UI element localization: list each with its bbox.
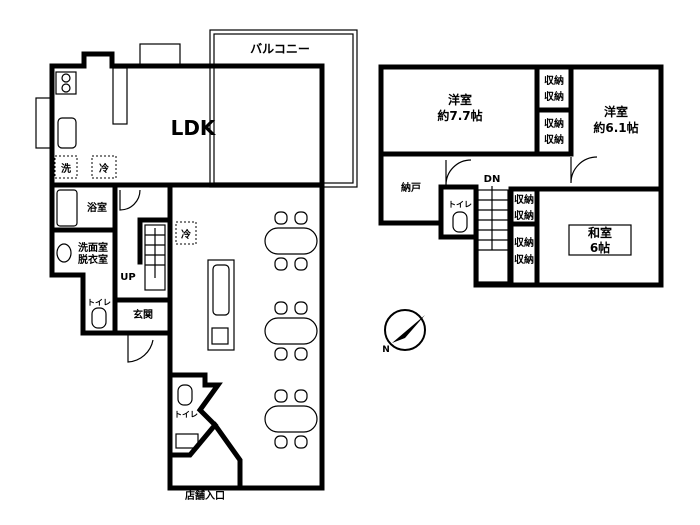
- washroom-label-2: 脱衣室: [78, 253, 108, 266]
- western-room-2-label: 洋室: [604, 104, 628, 119]
- closet-label: 収納: [514, 236, 534, 249]
- floor2-rooms: 洋室 約7.7帖 洋室 約6.1帖 収納 収納 収納 収納 収納 収納 収納 収…: [401, 74, 639, 283]
- fixtures: 洗 冷 浴室 洗面室 脱衣室 トイレ UP 玄関 冷 トイレ 店舗入口 LDK: [35, 43, 235, 502]
- bathtub-icon: [56, 189, 78, 227]
- compass-icon: N: [382, 309, 426, 355]
- entrance-door: [127, 335, 154, 363]
- floor1-walls: [49, 51, 325, 491]
- ldk-label: LDK: [171, 116, 217, 140]
- dn-label: DN: [484, 174, 501, 185]
- balcony-label: バルコニー: [250, 42, 310, 56]
- bath-label: 浴室: [87, 201, 107, 214]
- closet-label: 収納: [514, 253, 534, 266]
- toilet-label: トイレ: [87, 298, 111, 307]
- closet-label: 収納: [544, 74, 564, 87]
- washer-label: 洗: [61, 162, 71, 175]
- entrance-label: 玄関: [133, 308, 153, 321]
- north-label: N: [382, 345, 390, 355]
- stairs-2: [477, 186, 509, 283]
- toilet-icon: [91, 307, 107, 329]
- sink-icon: [57, 117, 77, 149]
- washroom-label: 洗面室: [78, 241, 108, 254]
- shop-entrance-label: 店舗入口: [185, 489, 225, 502]
- storage-room-label: 納戸: [401, 181, 421, 194]
- western-room-1-label: 洋室: [448, 92, 472, 107]
- toilet-label-3: トイレ: [448, 200, 472, 209]
- stairs: [144, 224, 166, 291]
- closet-label: 収納: [544, 90, 564, 103]
- balcony: バルコニー: [209, 29, 358, 188]
- closet-label: 収納: [514, 193, 534, 206]
- japanese-room-size: 6帖: [590, 240, 610, 255]
- closet-label: 収納: [544, 133, 564, 146]
- up-label: UP: [120, 272, 135, 283]
- floor2-walls: [378, 64, 664, 288]
- washbasin-icon: [56, 243, 72, 263]
- toilet-label-2: トイレ: [174, 410, 198, 419]
- stove-icon: [55, 71, 77, 95]
- western-room-1-size: 約7.7帖: [437, 108, 482, 123]
- closet-label: 収納: [514, 209, 534, 222]
- kitchen-counter: [207, 259, 235, 351]
- closet-label: 収納: [544, 117, 564, 130]
- fridge-label-2: 冷: [181, 228, 191, 241]
- japanese-room-label: 和室: [587, 225, 612, 240]
- dining-tables: [264, 211, 318, 449]
- fridge-label: 冷: [99, 162, 109, 175]
- western-room-2-size: 約6.1帖: [593, 120, 638, 135]
